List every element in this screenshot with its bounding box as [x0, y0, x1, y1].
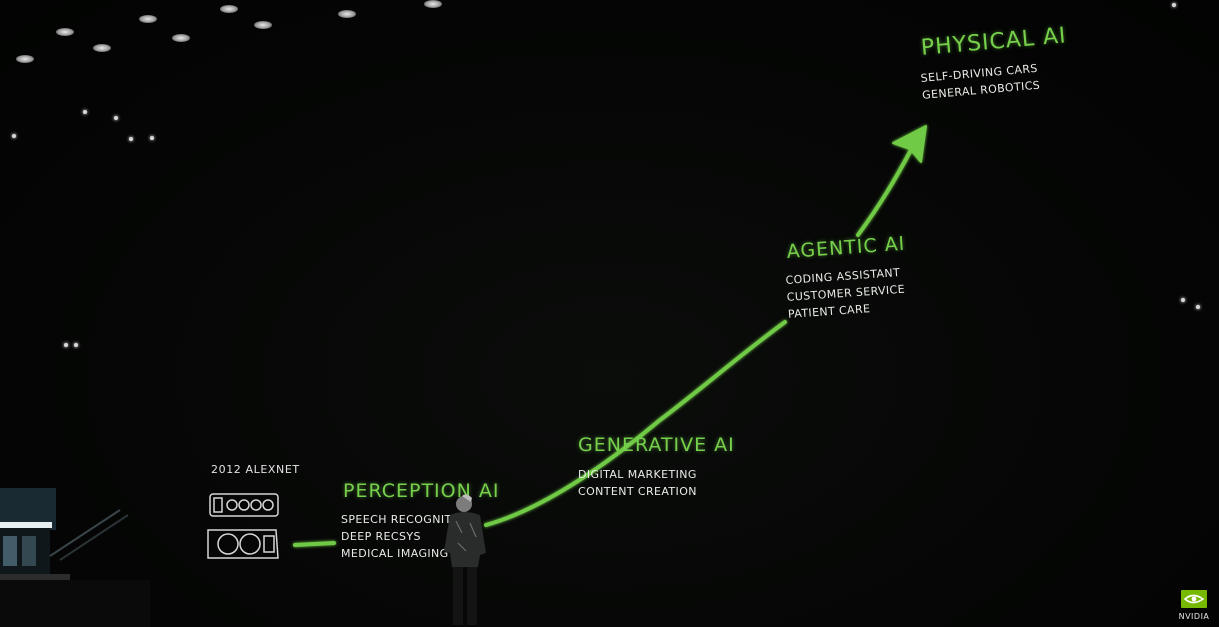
- stage-item: MEDICAL IMAGING: [341, 547, 449, 560]
- stage-agentic-items: CODING ASSISTANT CUSTOMER SERVICE PATIEN…: [785, 264, 907, 323]
- origin-label: 2012 ALEXNET: [211, 463, 300, 476]
- ceiling-light: [129, 137, 133, 141]
- gpu-card-icon: [207, 493, 279, 559]
- ceiling-light: [172, 34, 190, 42]
- stage-item: SPEECH RECOGNITION: [341, 513, 473, 526]
- ceiling-light: [220, 5, 238, 13]
- ceiling-light: [56, 28, 74, 36]
- ceiling-light: [114, 116, 118, 120]
- ceiling-light: [93, 44, 111, 52]
- presenter: [444, 494, 486, 625]
- stage-item: DIGITAL MARKETING: [578, 468, 697, 481]
- stage-item: CONTENT CREATION: [578, 485, 697, 498]
- ceiling-light: [64, 343, 68, 347]
- ceiling-light: [83, 110, 87, 114]
- stage-perception-items: SPEECH RECOGNITION DEEP RECSYS MEDICAL I…: [341, 511, 473, 562]
- ceiling-light: [338, 10, 356, 18]
- ceiling-light: [150, 136, 154, 140]
- ceiling-light: [139, 15, 157, 23]
- stage-title: PERCEPTION AI: [343, 480, 500, 502]
- stage-generative-items: DIGITAL MARKETING CONTENT CREATION: [578, 466, 697, 500]
- ceiling-light: [74, 343, 78, 347]
- ceiling-light: [16, 55, 34, 63]
- stage-title: GENERATIVE AI: [578, 434, 735, 456]
- ceiling-light: [12, 134, 16, 138]
- ceiling-light: [254, 21, 272, 29]
- growth-curve-line: [293, 146, 914, 547]
- ceiling-light: [1172, 3, 1176, 7]
- nvidia-eye-icon: [1181, 590, 1207, 608]
- ceiling-light: [1181, 298, 1185, 302]
- nvidia-logo-text: NVIDIA: [1178, 612, 1210, 621]
- stage-item: DEEP RECSYS: [341, 530, 421, 543]
- arrow-head-icon: [892, 125, 927, 163]
- nvidia-logo: NVIDIA: [1176, 590, 1212, 621]
- stage-structure: [0, 488, 150, 627]
- ceiling-light: [424, 0, 442, 8]
- stage-generative: GENERATIVE AI: [578, 434, 735, 456]
- ceiling-light: [1196, 305, 1200, 309]
- stage-perception: PERCEPTION AI: [343, 480, 499, 502]
